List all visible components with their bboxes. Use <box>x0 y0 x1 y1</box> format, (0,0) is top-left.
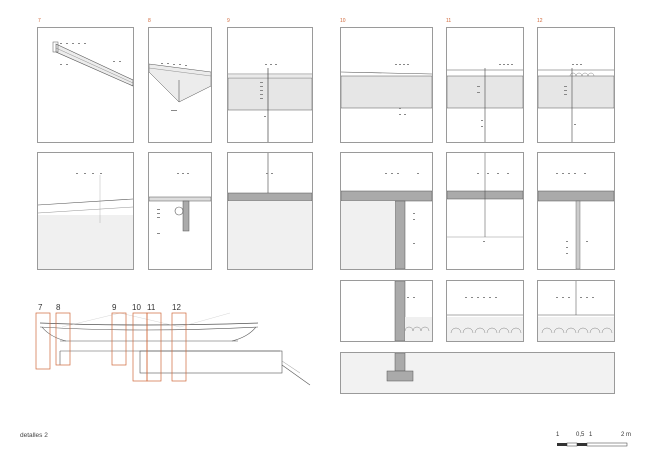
section-marker-7: 7 <box>38 303 43 312</box>
detail-10-column-head <box>340 152 433 270</box>
scale-label-half: 0,5 <box>576 432 585 438</box>
column-number-9: 9 <box>227 18 230 24</box>
column-number-8: 8 <box>148 18 151 24</box>
detail-7-eave <box>37 27 134 143</box>
column-number-11: 11 <box>446 18 452 24</box>
detail-12-slab <box>537 152 615 270</box>
section-marker-12: 12 <box>172 303 181 312</box>
detail-9-roof-edge <box>227 27 313 143</box>
section-marker-11: 11 <box>147 303 156 312</box>
column-number-10: 10 <box>340 18 346 24</box>
building-section <box>35 312 311 386</box>
detail-9-slab <box>227 152 313 270</box>
detail-8-eave <box>148 27 212 143</box>
column-number-12: 12 <box>537 18 543 24</box>
sheet-caption: detalles 2 <box>20 432 48 439</box>
detail-7-interior <box>37 152 134 270</box>
scale-label-2m: 2 m <box>621 432 632 438</box>
foundation-detail <box>340 352 615 394</box>
section-marker-8: 8 <box>56 303 61 312</box>
detail-11-roof <box>446 27 524 143</box>
detail-11-vaults <box>446 280 524 342</box>
section-marker-10: 10 <box>132 303 141 312</box>
scale-label-1b: 1 <box>589 432 593 438</box>
scale-bar <box>557 442 628 447</box>
detail-10-roof <box>340 27 433 143</box>
detail-11-slab <box>446 152 524 270</box>
column-number-7: 7 <box>38 18 41 24</box>
detail-12-vaults <box>537 280 615 342</box>
section-marker-9: 9 <box>112 303 117 312</box>
scale-label-1: 1 <box>556 432 560 438</box>
detail-10-column-base <box>340 280 433 342</box>
detail-8-gutter <box>148 152 212 270</box>
detail-12-roof <box>537 27 615 143</box>
